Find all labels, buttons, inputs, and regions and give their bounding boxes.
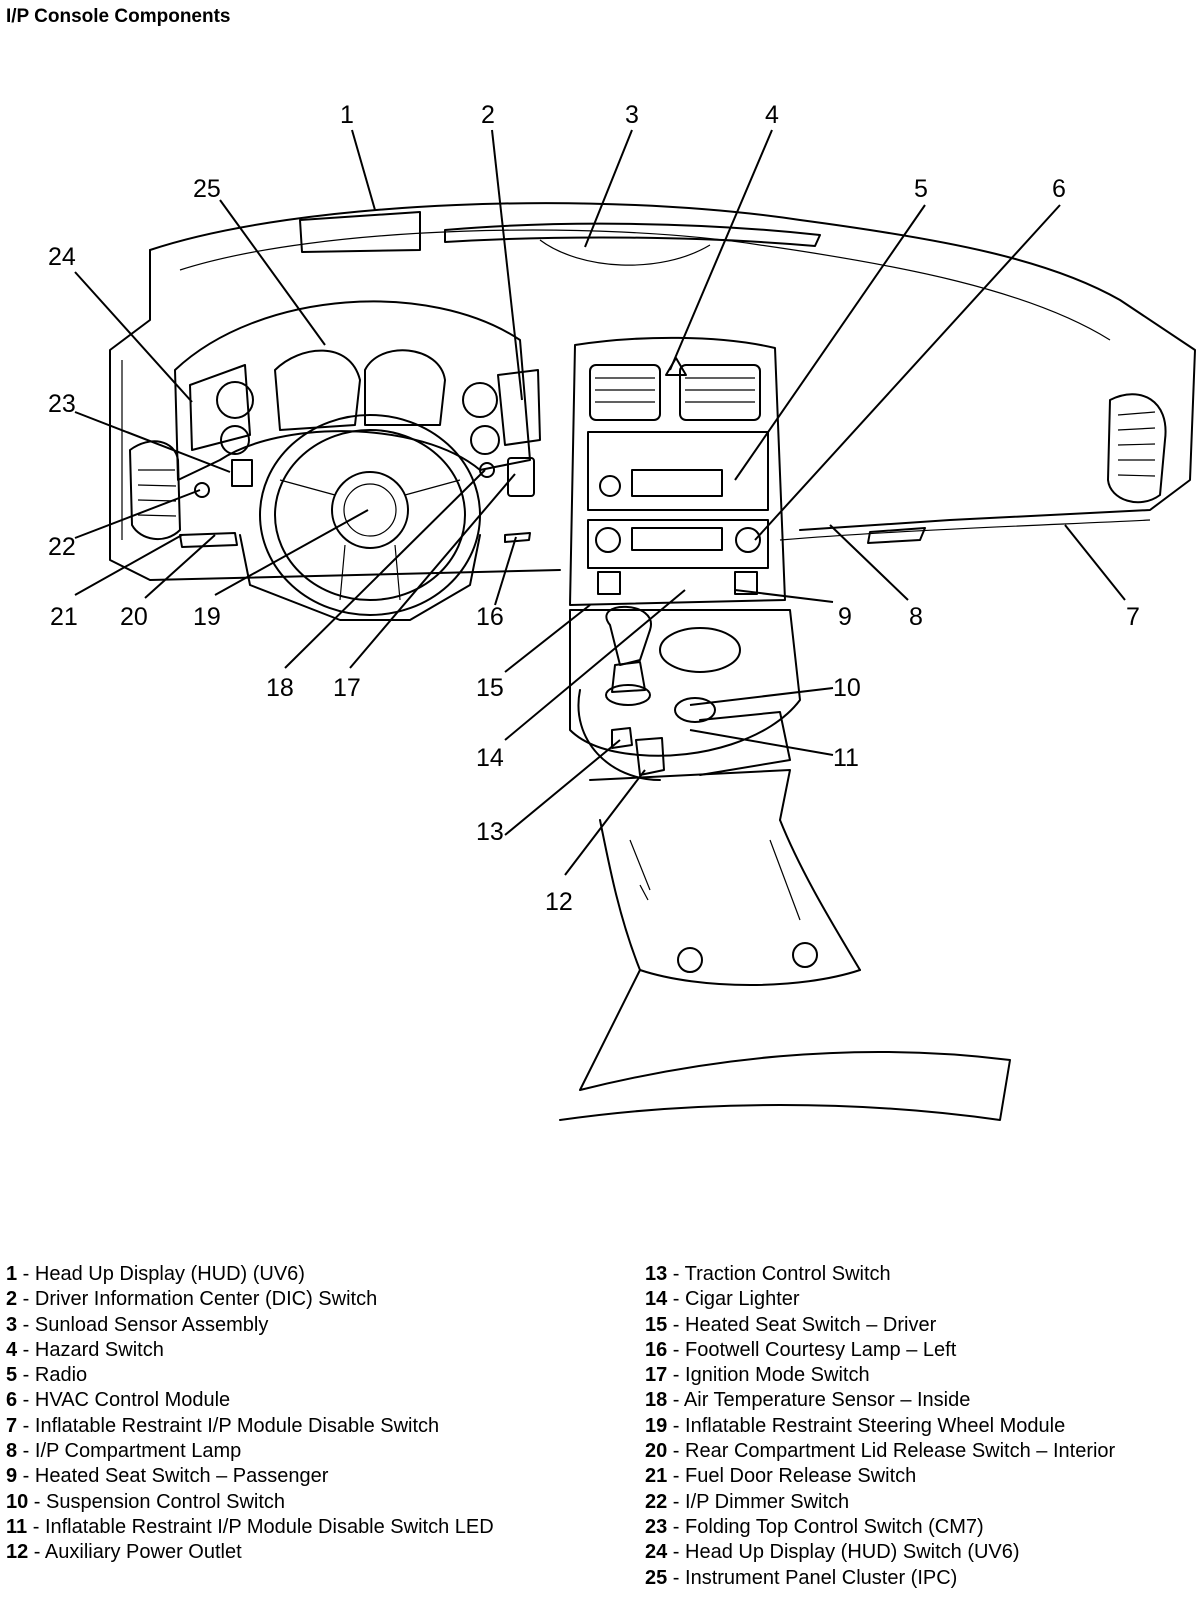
callout-24: 24 [48, 243, 76, 271]
legend-item: 11 - Inflatable Restraint I/P Module Dis… [6, 1515, 494, 1538]
legend-item: 12 - Auxiliary Power Outlet [6, 1541, 242, 1564]
callout-22: 22 [48, 533, 76, 561]
callout-13: 13 [476, 818, 504, 846]
driver-switches [179, 364, 541, 548]
callout-3: 3 [625, 101, 639, 129]
callout-7: 7 [1126, 603, 1140, 631]
callout-2: 2 [481, 101, 495, 129]
legend-item: 8 - I/P Compartment Lamp [6, 1440, 242, 1463]
callout-8: 8 [909, 603, 923, 631]
legend-item: 7 - Inflatable Restraint I/P Module Disa… [6, 1414, 440, 1437]
legend-item: 14 - Cigar Lighter [645, 1288, 800, 1311]
leader-lines [74, 129, 1126, 876]
legend-item: 18 - Air Temperature Sensor – Inside [645, 1389, 971, 1412]
steering-wheel [239, 414, 481, 621]
callout-14: 14 [476, 744, 504, 772]
legend-item: 25 - Instrument Panel Cluster (IPC) [645, 1566, 958, 1589]
legend-item: 3 - Sunload Sensor Assembly [6, 1313, 269, 1336]
callout-11: 11 [833, 744, 859, 772]
callout-18: 18 [266, 674, 294, 702]
legend-item: 20 - Rear Compartment Lid Release Switch… [645, 1440, 1116, 1463]
callout-17: 17 [333, 674, 361, 702]
legend-item: 16 - Footwell Courtesy Lamp – Left [645, 1338, 957, 1361]
callout-19: 19 [193, 603, 221, 631]
callout-1: 1 [340, 101, 354, 129]
callout-9: 9 [838, 603, 852, 631]
callout-6: 6 [1052, 175, 1066, 203]
page-title: I/P Console Components [6, 6, 231, 27]
dashboard-diagram: 1 2 3 4 5 6 7 8 9 10 11 12 13 14 15 16 1… [48, 101, 1196, 1121]
legend-item: 2 - Driver Information Center (DIC) Swit… [6, 1288, 378, 1311]
legend-item: 21 - Fuel Door Release Switch [645, 1465, 917, 1488]
callout-15: 15 [476, 674, 504, 702]
legend-item: 17 - Ignition Mode Switch [645, 1364, 870, 1387]
callout-numbers: 1 2 3 4 5 6 7 8 9 10 11 12 13 14 15 16 1… [48, 101, 1140, 916]
legend-item: 23 - Folding Top Control Switch (CM7) [645, 1515, 984, 1538]
legend-item: 24 - Head Up Display (HUD) Switch (UV6) [645, 1541, 1020, 1564]
callout-25: 25 [193, 175, 221, 203]
callout-5: 5 [914, 175, 928, 203]
callout-23: 23 [48, 390, 76, 418]
dashboard-outline [109, 202, 1196, 581]
callout-21: 21 [50, 603, 78, 631]
legend-item: 13 - Traction Control Switch [645, 1263, 891, 1285]
legend-item: 9 - Heated Seat Switch – Passenger [6, 1465, 329, 1488]
legend-item: 5 - Radio [6, 1364, 88, 1387]
legend-item: 1 - Head Up Display (HUD) (UV6) [6, 1263, 305, 1285]
legend-item: 15 - Heated Seat Switch – Driver [645, 1313, 937, 1336]
callout-10: 10 [833, 674, 861, 702]
legend-right-column: 13 - Traction Control Switch 14 - Cigar … [645, 1262, 1115, 1591]
legend-left-column: 1 - Head Up Display (HUD) (UV6) 2 - Driv… [6, 1262, 494, 1566]
callout-16: 16 [476, 603, 504, 631]
callout-20: 20 [120, 603, 148, 631]
legend-item: 19 - Inflatable Restraint Steering Wheel… [645, 1414, 1066, 1437]
center-stack [569, 336, 786, 606]
instrument-cluster [174, 300, 531, 481]
legend-item: 4 - Hazard Switch [6, 1338, 164, 1361]
callout-4: 4 [765, 101, 779, 129]
center-console [559, 605, 1011, 1121]
legend-item: 22 - I/P Dimmer Switch [645, 1490, 850, 1513]
legend-item: 10 - Suspension Control Switch [6, 1490, 286, 1513]
callout-12: 12 [545, 888, 573, 916]
legend-item: 6 - HVAC Control Module [6, 1389, 231, 1412]
